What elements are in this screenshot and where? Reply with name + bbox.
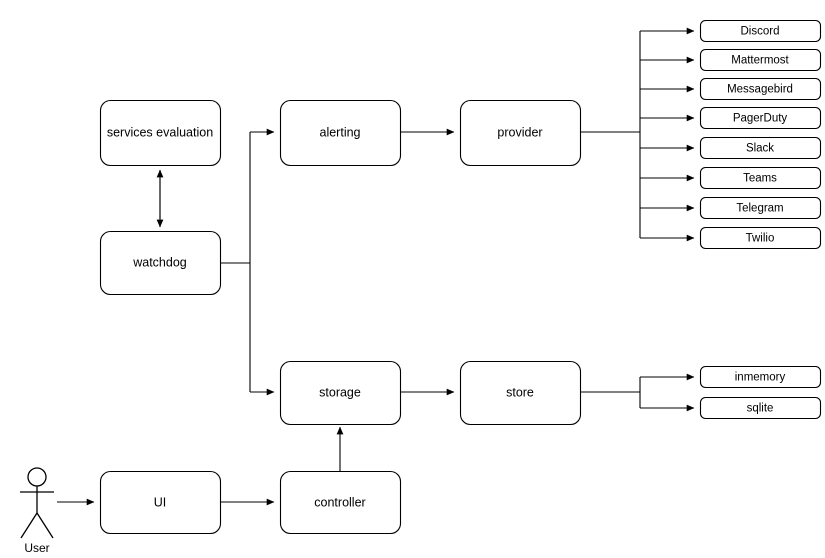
provider-leaf-mattermost[interactable]: Mattermost: [699, 48, 822, 72]
node-store-box[interactable]: [459, 360, 582, 426]
provider-leaf-twilio[interactable]: Twilio: [699, 226, 822, 250]
actor-leg-left-icon: [20, 512, 38, 539]
store-leaf-inmemory[interactable]: inmemory: [699, 365, 822, 389]
store-leaf-inmemory-label: inmemory: [735, 372, 786, 384]
node-alerting-box[interactable]: [279, 99, 402, 167]
node-alerting[interactable]: alerting: [279, 99, 402, 167]
provider-leaf-mattermost-label: Mattermost: [731, 55, 789, 67]
provider-leaf-teams[interactable]: Teams: [699, 166, 822, 190]
node-provider[interactable]: provider: [459, 99, 582, 167]
node-services-evaluation-label: services evaluation: [107, 125, 213, 139]
provider-leaf-twilio-label: Twilio: [746, 233, 775, 245]
node-controller-box[interactable]: [279, 470, 402, 535]
provider-leaf-pagerduty[interactable]: PagerDuty: [699, 106, 822, 130]
actor-user[interactable]: User: [20, 467, 54, 555]
node-ui-box[interactable]: [99, 470, 222, 535]
provider-leaf-teams-label: Teams: [743, 173, 777, 185]
provider-leaf-teams-box[interactable]: [699, 166, 822, 190]
provider-leaf-telegram-box[interactable]: [699, 196, 822, 220]
node-store-label: store: [506, 385, 534, 399]
actor-head-icon: [27, 467, 47, 487]
store-leaf-sqlite[interactable]: sqlite: [699, 396, 822, 420]
actor-leg-right-icon: [36, 512, 54, 539]
node-services-evaluation[interactable]: services evaluation: [99, 99, 222, 167]
node-provider-box[interactable]: [459, 99, 582, 167]
node-alerting-label: alerting: [320, 125, 361, 139]
provider-leaf-discord-label: Discord: [741, 26, 780, 38]
node-ui-label: UI: [154, 495, 167, 509]
provider-leaf-messagebird-box[interactable]: [699, 77, 822, 101]
provider-leaf-slack-box[interactable]: [699, 136, 822, 160]
store-leaf-list: inmemory sqlite: [699, 365, 822, 420]
provider-leaf-twilio-box[interactable]: [699, 226, 822, 250]
store-branch-lines: [640, 373, 695, 412]
node-storage-label: storage: [319, 385, 361, 399]
provider-branch-lines: [640, 27, 695, 242]
provider-leaf-messagebird-label: Messagebird: [727, 84, 793, 96]
provider-leaf-pagerduty-box[interactable]: [699, 106, 822, 130]
provider-leaf-telegram[interactable]: Telegram: [699, 196, 822, 220]
store-leaf-inmemory-box[interactable]: [699, 365, 822, 389]
provider-leaf-slack-label: Slack: [746, 143, 774, 155]
store-leaf-sqlite-label: sqlite: [747, 403, 774, 415]
node-store[interactable]: store: [459, 360, 582, 426]
actor-user-label: User: [24, 541, 49, 555]
node-watchdog-box[interactable]: [99, 230, 222, 296]
node-storage-box[interactable]: [279, 360, 402, 426]
provider-leaf-messagebird[interactable]: Messagebird: [699, 77, 822, 101]
node-storage[interactable]: storage: [279, 360, 402, 426]
store-leaf-sqlite-box[interactable]: [699, 396, 822, 420]
provider-leaf-discord[interactable]: Discord: [699, 19, 822, 43]
node-ui[interactable]: UI: [99, 470, 222, 535]
provider-leaf-pagerduty-label: PagerDuty: [733, 113, 788, 125]
provider-leaf-slack[interactable]: Slack: [699, 136, 822, 160]
node-controller[interactable]: controller: [279, 470, 402, 535]
provider-leaf-discord-box[interactable]: [699, 19, 822, 43]
node-watchdog[interactable]: watchdog: [99, 230, 222, 296]
provider-leaf-telegram-label: Telegram: [736, 203, 783, 215]
provider-leaf-list: Discord Mattermost Messagebird PagerDuty…: [699, 19, 822, 250]
provider-leaf-mattermost-box[interactable]: [699, 48, 822, 72]
node-services-evaluation-box[interactable]: [99, 99, 222, 167]
node-provider-label: provider: [497, 125, 542, 139]
node-controller-label: controller: [314, 495, 365, 509]
node-watchdog-label: watchdog: [132, 255, 187, 269]
